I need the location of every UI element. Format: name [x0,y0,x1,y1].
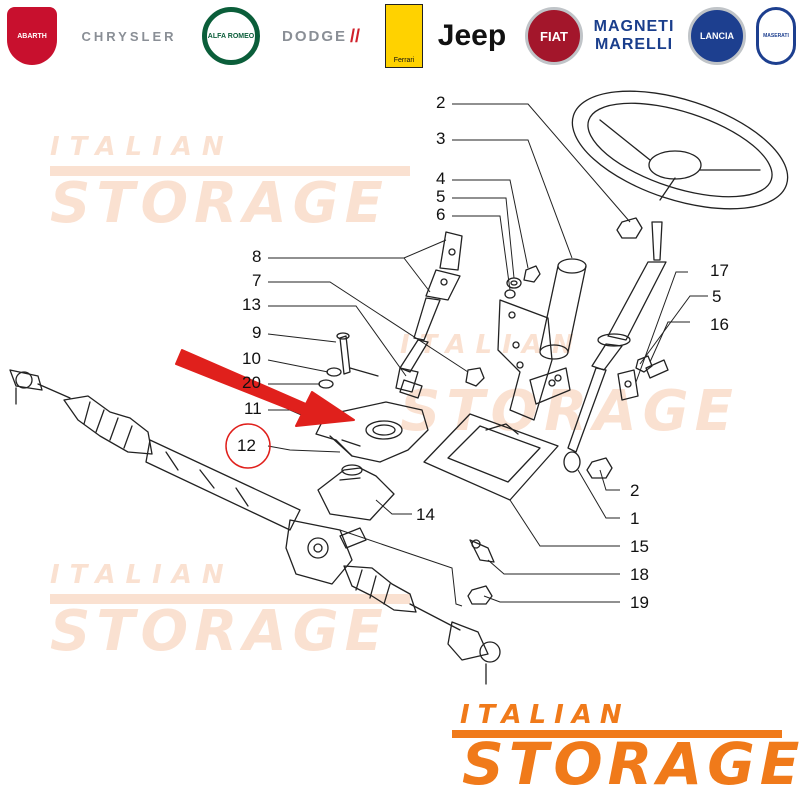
steering-column-shaft [563,221,667,473]
highlight-circle [225,423,271,469]
fiat-logo: FIAT [524,4,584,68]
callout-5-left: 5 [436,187,446,206]
jeep-logo: Jeep [437,19,507,52]
nut-top [616,217,643,239]
callout-6: 6 [436,205,446,224]
callout-16: 16 [710,315,729,334]
nut-bottom [586,457,613,479]
chrysler-logo: CHRYSLER [81,28,177,44]
callout-18: 18 [630,565,649,584]
lancia-logo: LANCIA [686,4,748,68]
callout-10: 10 [242,349,261,368]
steering-wheel [571,90,789,210]
italian-storage-logo: ITALIAN STORAGE [452,700,799,800]
brand-rule-top [452,730,782,738]
alfa-romeo-logo: ALFA ROMEO [200,4,262,68]
column-bracket [617,355,669,401]
callout-2-top: 2 [436,93,446,112]
callout-9: 9 [252,323,262,342]
callout-2-bottom: 2 [630,481,640,500]
brand-logo-bar: ABARTH CHRYSLER ALFA ROMEO DODGE // Ferr… [0,0,800,72]
highlight-arrow [175,349,355,427]
callout-13: 13 [242,295,261,314]
dodge-logo: DODGE // [281,25,361,46]
callout-11: 11 [244,399,262,418]
dodge-stripes-icon: // [350,25,361,46]
intermediate-shaft [395,231,463,393]
clip-and-nut [467,539,495,605]
column-fasteners [504,265,541,299]
callout-17: 17 [710,261,729,280]
rubber-boot [317,464,395,521]
callout-8: 8 [252,247,262,266]
callout-5-right: 5 [712,287,722,306]
ferrari-logo: Ferrari [384,4,424,68]
magneti-marelli-logo: MAGNETI MARELLI [593,18,675,53]
callout-3: 3 [436,129,446,148]
ferrari-shield-icon: Ferrari [385,4,423,68]
abarth-logo: ABARTH [4,4,60,68]
callout-7: 7 [252,271,262,290]
callout-4: 4 [436,169,446,188]
callout-14: 14 [416,505,435,524]
small-fasteners [318,332,485,399]
seal-plate-part-12 [315,401,429,463]
column-tube [497,258,587,421]
callout-12: 12 [237,436,256,455]
callout-1: 1 [630,509,640,528]
callout-20: 20 [242,373,261,392]
leader-lines [267,103,708,607]
callout-15: 15 [630,537,649,556]
dash-cover [423,413,559,501]
callout-19: 19 [630,593,649,612]
maserati-logo: MASERATI [754,4,798,68]
